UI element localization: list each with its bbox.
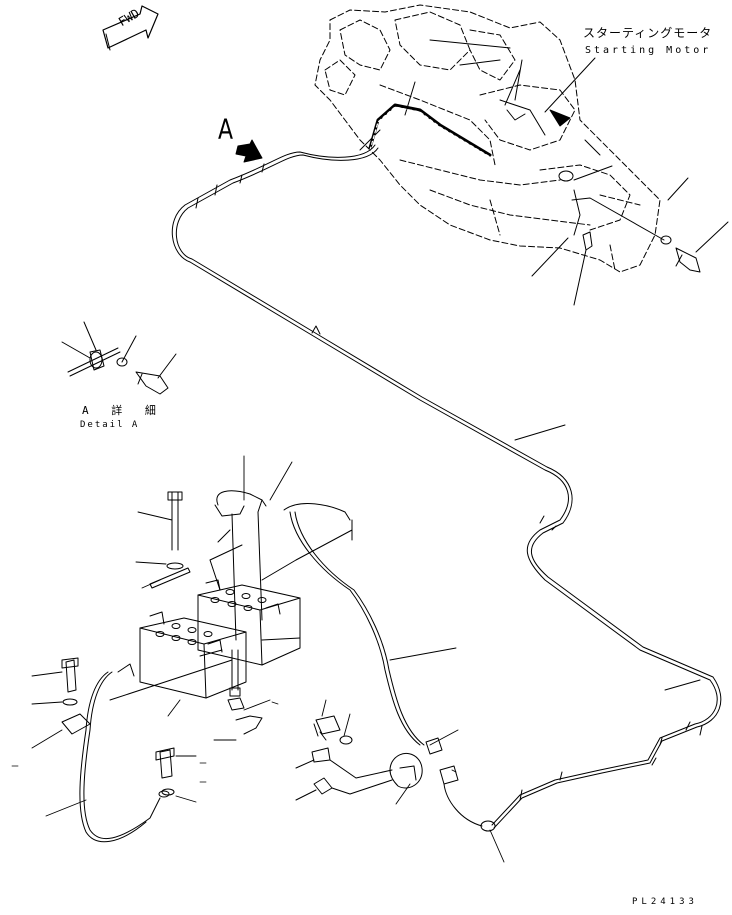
detail-a-parts [61, 321, 177, 395]
fwd-arrow-icon [102, 5, 159, 51]
engine-terminals [506, 59, 665, 306]
main-cable [171, 144, 722, 829]
misc-marks [11, 701, 279, 783]
battery-cables [79, 490, 425, 843]
ground-bolts [61, 657, 175, 796]
engine-outline [314, 4, 661, 273]
starting-motor-label-jp: スターティングモータ [583, 26, 713, 40]
view-a-letter: A [218, 114, 234, 147]
battery-front [139, 611, 247, 699]
battery-hardware [149, 491, 263, 735]
engine-harness [368, 103, 492, 158]
battery-relay [295, 715, 496, 832]
engine-details [359, 39, 601, 156]
part-number-label: PL24133 [632, 897, 698, 907]
starting-motor-label-en: Starting Motor [585, 45, 712, 56]
view-a-arrow-icon [235, 139, 263, 163]
detail-a-label-jp: A 詳 細 [82, 404, 164, 417]
leader-lines [31, 455, 505, 863]
engine-bolt-icon [660, 177, 729, 273]
detail-a-label-en: Detail A [80, 420, 140, 430]
battery-rear [197, 579, 301, 666]
starting-motor-leader [544, 57, 596, 127]
